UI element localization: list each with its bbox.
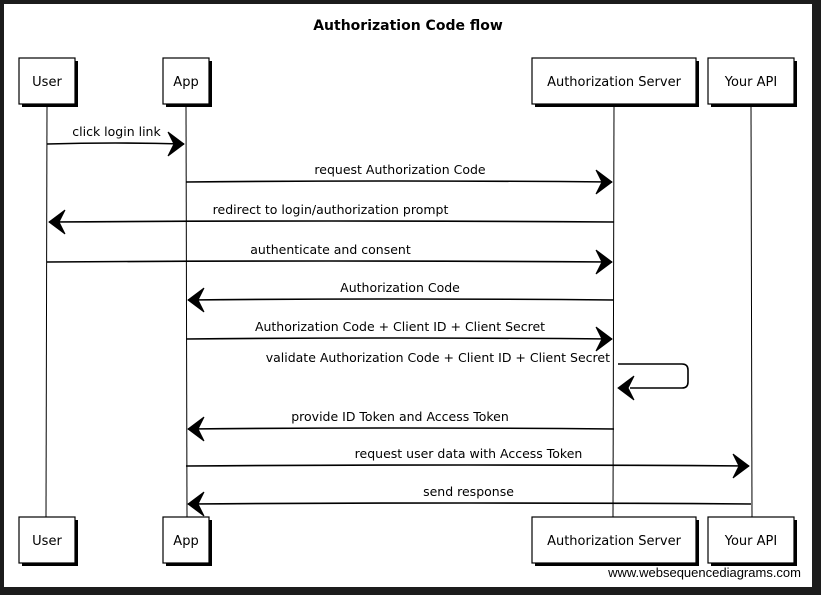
message-label: request user data with Access Token (355, 446, 583, 461)
message-arrow (46, 260, 613, 263)
arrowhead (167, 131, 185, 157)
message-arrow (185, 464, 750, 467)
message-arrow (48, 220, 615, 223)
message-label: request Authorization Code (314, 162, 485, 177)
participant-app-top: App (162, 57, 212, 107)
arrowhead (187, 287, 205, 313)
message-5: Authorization Code (187, 280, 615, 313)
message-4: authenticate and consent (46, 242, 613, 275)
lifeline-app (185, 103, 188, 518)
participant-label: User (32, 75, 62, 90)
participant-auth-bottom: Authorization Server (531, 516, 699, 566)
message-arrow (46, 142, 185, 145)
message-2: request Authorization Code (185, 162, 613, 195)
participant-label: User (32, 534, 62, 549)
messages: click login link request Authorization Co… (46, 124, 752, 517)
participant-auth-top: Authorization Server (531, 57, 699, 107)
arrowhead (595, 326, 613, 352)
arrowhead (595, 249, 613, 275)
message-9: request user data with Access Token (185, 446, 750, 479)
participant-label: App (173, 75, 198, 90)
lifeline-user (45, 103, 48, 518)
participant-label: Authorization Server (547, 534, 681, 549)
participant-label: Authorization Server (547, 75, 681, 90)
message-6: Authorization Code + Client ID + Client … (185, 319, 613, 352)
participant-box (18, 57, 76, 105)
participant-user-top: User (18, 57, 78, 107)
participant-box (18, 516, 76, 564)
message-arrow (187, 427, 615, 430)
participant-box (531, 516, 697, 564)
sequence-diagram: Authorization Code flow UserUserAppAppAu… (18, 18, 801, 580)
message-7: validate Authorization Code + Client ID … (266, 350, 689, 401)
participant-api-bottom: Your API (707, 516, 797, 566)
participant-label: App (173, 534, 198, 549)
watermark: www.websequencediagrams.com (607, 565, 801, 580)
message-arrow (187, 502, 752, 505)
message-label: redirect to login/authorization prompt (213, 202, 449, 217)
participant-box (531, 57, 697, 105)
message-label: send response (423, 484, 514, 499)
diagram-title: Authorization Code flow (313, 18, 503, 34)
message-arrow (185, 180, 613, 183)
participant-box (162, 516, 210, 564)
arrowhead (617, 375, 635, 401)
message-label: Authorization Code (340, 280, 460, 295)
lifeline-api (750, 103, 753, 518)
message-arrow (187, 298, 615, 301)
lifeline-auth (612, 103, 615, 518)
message-label: provide ID Token and Access Token (291, 409, 509, 424)
participant-box (162, 57, 210, 105)
arrowhead (48, 209, 66, 235)
message-arrow (185, 337, 613, 340)
message-label: Authorization Code + Client ID + Client … (255, 319, 545, 334)
message-label: validate Authorization Code + Client ID … (266, 350, 610, 365)
lifelines (45, 103, 753, 518)
message-3: redirect to login/authorization prompt (48, 202, 615, 235)
message-label: click login link (72, 124, 161, 139)
message-10: send response (187, 484, 752, 517)
message-label: authenticate and consent (250, 242, 411, 257)
participant-label: Your API (724, 75, 777, 90)
participant-api-top: Your API (707, 57, 797, 107)
arrowhead (595, 169, 613, 195)
arrowhead (187, 416, 205, 442)
arrowhead (732, 453, 750, 479)
participant-user-bottom: User (18, 516, 78, 566)
participant-app-bottom: App (162, 516, 212, 566)
participant-box (707, 57, 795, 105)
message-arrow (618, 363, 689, 389)
participant-box (707, 516, 795, 564)
participant-label: Your API (724, 534, 777, 549)
arrowhead (187, 491, 205, 517)
message-1: click login link (46, 124, 185, 157)
message-8: provide ID Token and Access Token (187, 409, 615, 442)
